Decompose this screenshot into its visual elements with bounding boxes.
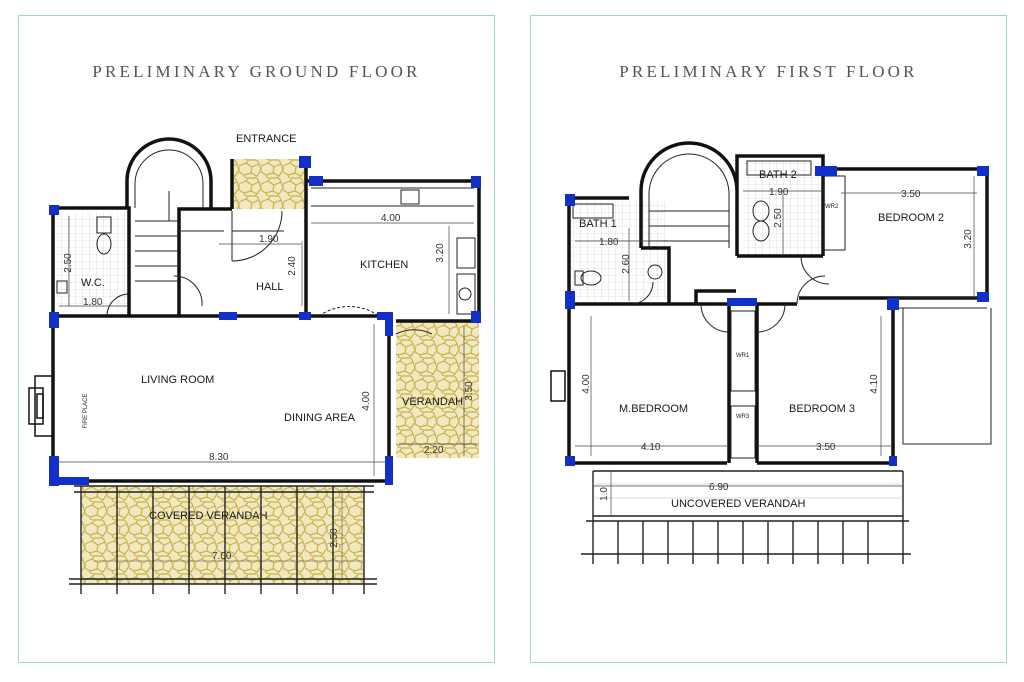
first-dimension-lines (575, 176, 977, 516)
covered-height-dim: 2.50 (329, 528, 340, 548)
bath2-label: BATH 2 (759, 169, 797, 181)
first-floor-plan: BATH 1 BATH 2 BEDROOM 2 M.BEDROOM BEDROO… (550, 141, 992, 564)
ground-floor-panel: PRELIMINARY GROUND FLOOR (18, 15, 495, 663)
uncovered-verandah-rail (581, 470, 911, 564)
bath2-tiles (743, 161, 821, 256)
bath2-height-dim: 2.50 (773, 208, 784, 228)
living-room-label: LIVING ROOM (141, 374, 214, 386)
wr2-label: WR2 (825, 204, 839, 210)
verandah-paving (396, 321, 479, 458)
wr3-label: WR3 (736, 414, 750, 420)
bath1-height-dim: 2.60 (621, 254, 632, 274)
wc-height-dim: 2.50 (63, 253, 74, 273)
first-floor-cabinet (550, 370, 566, 402)
bedroom2-height-dim: 3.20 (963, 229, 974, 249)
first-floor-columns (565, 166, 989, 466)
covered-verandah-paving (81, 486, 364, 584)
bedroom3-width-dim: 3.50 (816, 442, 836, 453)
fire-place-label: FIRE PLACE (83, 393, 89, 428)
wc-label: W.C. (81, 277, 105, 289)
covered-verandah-label: COVERED VERANDAH (149, 510, 268, 522)
verandah-height-dim: 3.50 (464, 381, 475, 401)
wc-width-dim: 1.80 (83, 297, 103, 308)
kitchen-label: KITCHEN (360, 259, 408, 271)
bath1-width-dim: 1.80 (599, 237, 619, 248)
covered-width-dim: 7.00 (212, 551, 232, 562)
first-floor-panel: PRELIMINARY FIRST FLOOR (530, 15, 1007, 663)
bath1-label: BATH 1 (579, 218, 617, 230)
verandah-width-dim: 6.90 (709, 482, 729, 493)
verandah-label: VERANDAH (402, 396, 463, 408)
bedroom3-label: BEDROOM 3 (789, 403, 855, 415)
bedroom3-height-dim: 4.10 (869, 374, 880, 394)
hall-label: HALL (256, 281, 284, 293)
covered-verandah-pergola (69, 485, 377, 594)
entrance-paving (232, 159, 306, 209)
master-bedroom-label: M.BEDROOM (619, 403, 688, 415)
master-width-dim: 4.10 (641, 442, 661, 453)
kitchen-height-dim: 3.20 (435, 243, 446, 263)
ground-floor-title: PRELIMINARY GROUND FLOOR (92, 62, 421, 81)
living-width-dim: 8.30 (209, 452, 229, 463)
verandah-width-dim: 2.20 (424, 445, 444, 456)
verandah-height-dim: 1.0 (599, 487, 610, 501)
uncovered-verandah-label: UNCOVERED VERANDAH (671, 498, 806, 510)
covered-verandah-guides (94, 491, 364, 578)
bedroom2-width-dim: 3.50 (901, 189, 921, 200)
fireplace (28, 375, 53, 437)
first-floor-title: PRELIMINARY FIRST FLOOR (619, 62, 918, 81)
kitchen-width-dim: 4.00 (381, 213, 401, 224)
wr1-label: WR1 (736, 353, 750, 359)
bedroom2-label: BEDROOM 2 (878, 212, 944, 224)
hall-height-dim: 2.40 (287, 256, 298, 276)
ground-floor-fixtures (56, 149, 476, 335)
dining-area-label: DINING AREA (284, 412, 356, 424)
ground-floor-columns (49, 156, 481, 486)
ground-floor-plan: FIRE PLACE ENTRANCE W.C. HALL KITCHEN LI… (28, 133, 481, 594)
entrance-label: ENTRANCE (236, 133, 297, 145)
living-height-dim: 4.00 (361, 391, 372, 411)
first-floor-walls (567, 141, 989, 465)
uncovered-verandah-grid (593, 483, 903, 499)
ground-dimension-lines (59, 216, 477, 476)
first-floor-fixtures (572, 153, 992, 459)
hall-width-dim: 1.90 (259, 234, 279, 245)
bath2-width-dim: 1.90 (769, 187, 789, 198)
master-height-dim: 4.00 (581, 374, 592, 394)
